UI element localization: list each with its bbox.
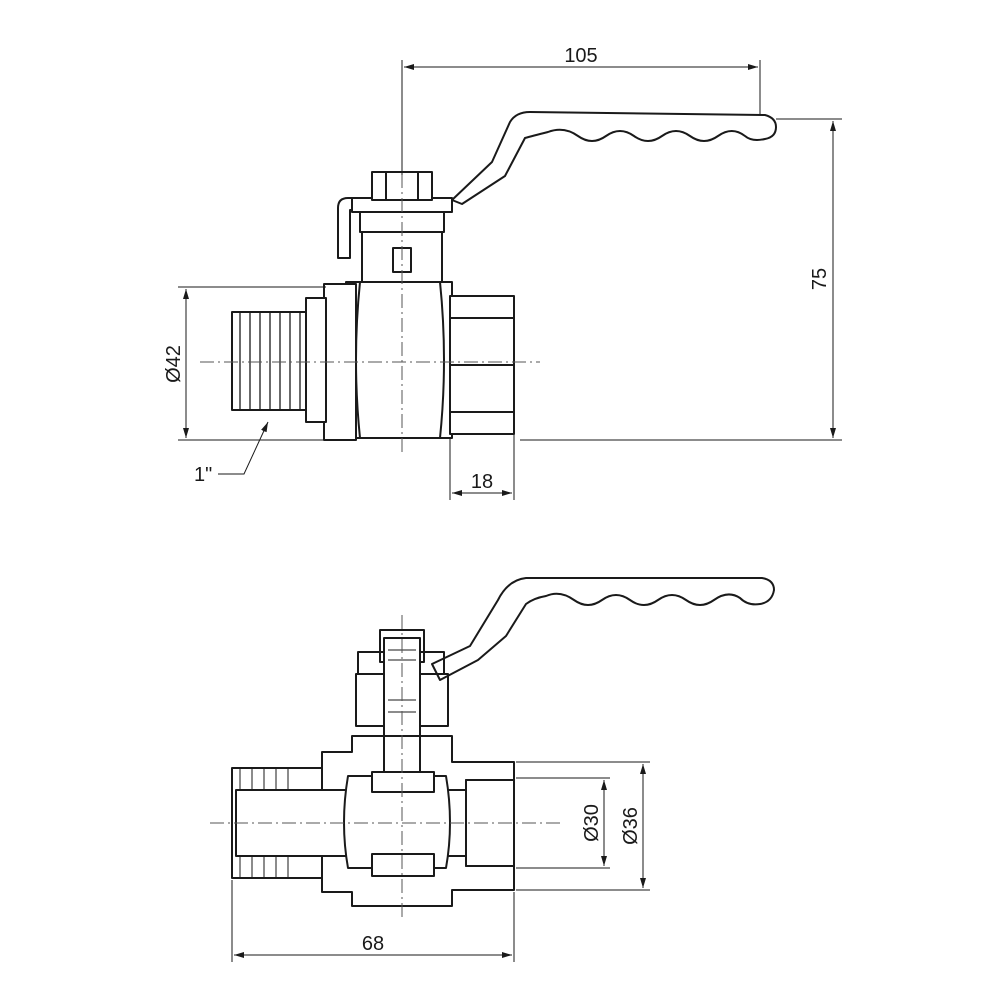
dim-overall-length: 68: [231, 880, 515, 962]
section-view: [210, 577, 775, 920]
handle-lever: [451, 111, 777, 205]
male-thread: [231, 311, 307, 411]
thread-size-leader: 1": [194, 421, 269, 486]
dim-text-68: 68: [362, 933, 384, 955]
dim-text-18: 18: [471, 471, 493, 493]
dim-overall-height: 75: [520, 118, 842, 441]
dim-female-length: 18: [449, 434, 515, 500]
elevation-view: [200, 111, 777, 455]
section-male-end: [231, 767, 323, 879]
section-body: [321, 735, 515, 907]
dim-handle-length: 105: [401, 45, 761, 175]
dim-body-diameter: Ø42: [163, 286, 326, 441]
section-ball: [343, 775, 451, 869]
dim-thread-diameter: Ø36: [516, 761, 650, 891]
section-handle-lever: [431, 577, 775, 681]
dim-bore-diameter: Ø30: [516, 777, 610, 869]
dim-text-thread: 1": [194, 464, 212, 486]
dim-text-d30: Ø30: [581, 804, 603, 842]
valve-body: [344, 281, 454, 439]
dim-text-d36: Ø36: [620, 807, 642, 845]
dim-text-105: 105: [564, 45, 597, 67]
dim-text-d42: Ø42: [163, 345, 185, 383]
dim-text-75: 75: [809, 268, 831, 290]
